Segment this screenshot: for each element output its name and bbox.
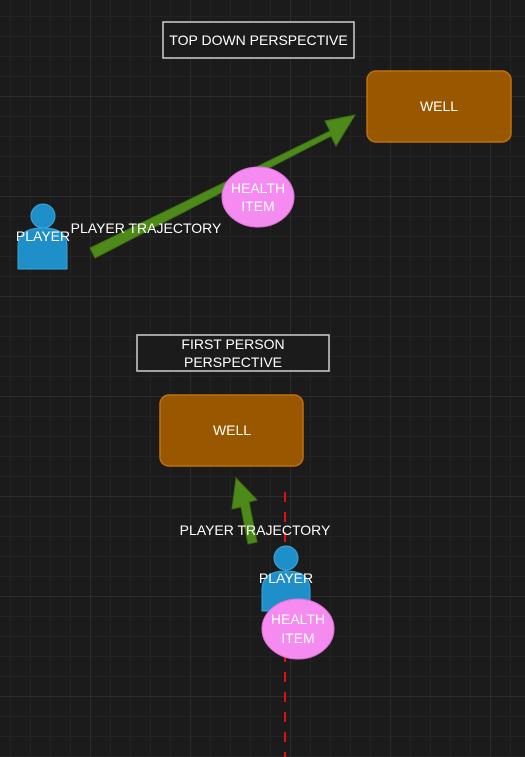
top-down-health-shape xyxy=(221,166,295,228)
top-down-player[interactable]: PLAYER xyxy=(16,203,70,270)
first-person-title-frame xyxy=(136,334,330,372)
arrow-icon xyxy=(231,476,258,545)
first-person-health-item[interactable]: HEALTH ITEM xyxy=(261,598,335,660)
top-down-title-frame xyxy=(162,21,355,59)
first-person-well-label: WELL xyxy=(213,422,251,438)
person-icon xyxy=(17,203,68,270)
first-person-well-shape xyxy=(159,394,304,467)
first-person-title-line2: PERSPECTIVE xyxy=(184,354,282,370)
first-person-trajectory-arrow[interactable] xyxy=(231,476,258,545)
arrow-icon xyxy=(89,114,357,259)
top-down-player-label: PLAYER xyxy=(16,228,70,244)
first-person-player[interactable] xyxy=(261,545,311,612)
top-down-well[interactable]: WELL xyxy=(366,70,512,143)
person-icon xyxy=(261,545,311,612)
first-person-health-line1: HEALTH xyxy=(271,611,325,627)
first-person-title-line1: FIRST PERSON xyxy=(181,336,284,352)
top-down-trajectory-arrow[interactable] xyxy=(89,114,357,259)
top-down-health-item[interactable]: HEALTH ITEM xyxy=(221,166,295,228)
first-person-well[interactable]: WELL xyxy=(159,394,304,467)
first-person-title-box[interactable]: FIRST PERSON PERSPECTIVE xyxy=(136,334,330,372)
top-down-trajectory-label: PLAYER TRAJECTORY xyxy=(71,220,222,236)
top-down-well-shape xyxy=(366,70,512,143)
top-down-section: TOP DOWN PERSPECTIVE WELL HEALTH ITEM PL… xyxy=(16,21,512,270)
top-down-well-label: WELL xyxy=(420,98,458,114)
top-down-title-text: TOP DOWN PERSPECTIVE xyxy=(169,32,347,48)
first-person-trajectory-label: PLAYER TRAJECTORY xyxy=(180,522,331,538)
top-down-health-line1: HEALTH xyxy=(231,180,285,196)
first-person-section: FIRST PERSON PERSPECTIVE WELL HEALTH ITE… xyxy=(136,334,335,757)
first-person-player-label: PLAYER xyxy=(259,570,313,586)
top-down-title-box[interactable]: TOP DOWN PERSPECTIVE xyxy=(162,21,355,59)
top-down-health-line2: ITEM xyxy=(241,198,274,214)
first-person-health-shape xyxy=(261,598,335,660)
first-person-health-line2: ITEM xyxy=(281,630,314,646)
